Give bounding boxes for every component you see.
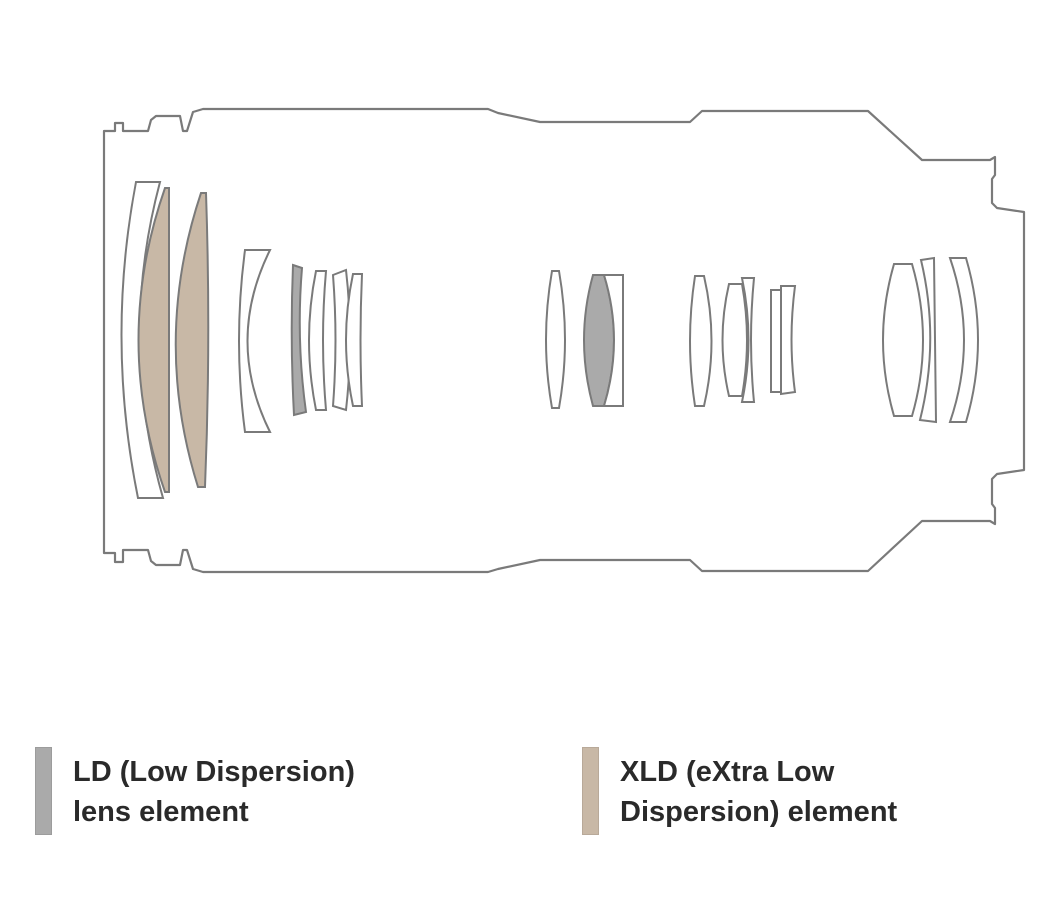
lens-element-15: [770, 289, 782, 393]
ld-legend-label: LD (Low Dispersion) lens element: [73, 752, 355, 832]
xld-element-1: [137, 187, 170, 493]
ld-legend-swatch: [35, 747, 52, 835]
xld-legend-label: XLD (eXtra Low Dispersion) element: [620, 752, 897, 832]
lens-element-18: [918, 256, 938, 424]
ld-element-1: [290, 263, 308, 417]
lens-element-13: [721, 283, 748, 397]
lens-element-6: [308, 270, 328, 411]
lens-element-16: [780, 285, 797, 396]
xld-legend-swatch: [582, 747, 599, 835]
lens-element-14: [740, 277, 756, 403]
lens-element-17: [882, 263, 924, 417]
xld-element-2: [174, 192, 210, 488]
lens-element-8: [345, 273, 364, 407]
lens-element-9: [545, 270, 566, 409]
lens-element-4: [238, 249, 272, 433]
xld-legend-line1: XLD (eXtra Low: [620, 756, 835, 788]
ld-legend-line2: lens element: [73, 796, 249, 828]
lens-barrel-outline: [102, 107, 1026, 574]
xld-legend-line2: Dispersion) element: [620, 796, 898, 828]
lens-element-19: [948, 257, 979, 423]
lens-element-12: [689, 275, 713, 407]
lens-element-11: [602, 274, 624, 407]
ld-legend-line1: LD (Low Dispersion): [73, 756, 355, 788]
